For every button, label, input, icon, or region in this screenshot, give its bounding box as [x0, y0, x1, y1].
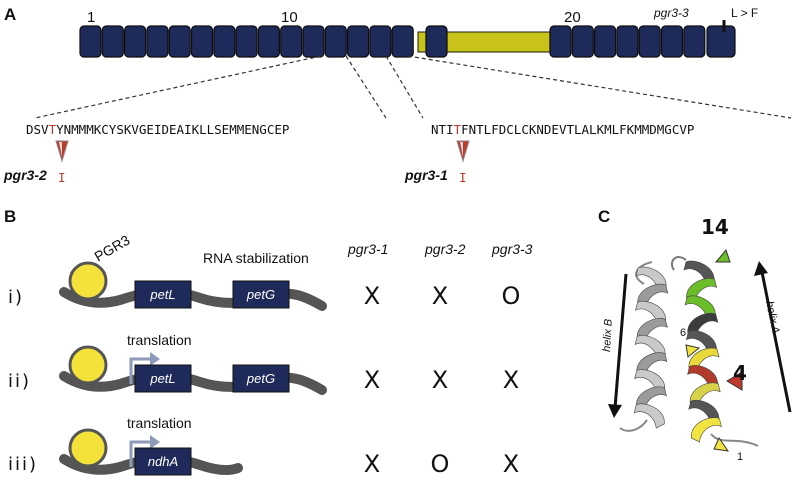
pgr3-protein [68, 261, 108, 301]
row-ii-mark-pgr3-2: X [432, 366, 448, 394]
position-6-label: 6 [680, 327, 686, 339]
ppr-motif-19 [593, 25, 617, 58]
ppr-motif-terminal [706, 25, 736, 58]
ppr-motif-23 [683, 25, 706, 58]
panel-b-label: B [4, 207, 16, 226]
ppr-motif-3 [123, 25, 147, 58]
ppr-motif-21 [638, 25, 661, 58]
pgr3-3-change: L > F [731, 6, 758, 20]
col-header-pgr3-2: pgr3-2 [424, 241, 466, 257]
pgr3-protein [68, 428, 108, 468]
motif-number-20: 20 [564, 9, 581, 26]
ppr-motif-17 [549, 25, 572, 58]
pgr3-3-allele: pgr3-3 [653, 6, 689, 20]
pgr3-1-arrowhead-shade [460, 142, 463, 157]
ppr-motif-10 [280, 25, 303, 58]
translation-arrow [129, 440, 152, 467]
position-14-marker [714, 248, 731, 263]
ppr-motif-12 [324, 25, 347, 58]
row-iii-process: translation [127, 415, 192, 431]
row-ii-process: translation [127, 332, 192, 348]
row-i-process: RNA stabilization [203, 250, 309, 266]
ppr-motif-14 [369, 25, 392, 58]
helix-segment [691, 417, 722, 443]
pgr3-1-replacement: I [459, 170, 467, 185]
row-i-mark-pgr3-2: X [432, 282, 448, 310]
helix-a-label: helix A [763, 300, 782, 334]
gene-ndhA-label: ndhA [148, 454, 178, 469]
row-i-mark-pgr3-1: X [364, 282, 380, 310]
row-iii-label: iii) [8, 454, 38, 475]
row-i-label: i) [8, 287, 24, 308]
pgr3-2-replacement: I [58, 170, 66, 185]
position-4-marker [726, 371, 743, 391]
position-14-label: 14 [701, 215, 729, 239]
translation-arrow [129, 357, 152, 384]
position-1-label: 1 [737, 451, 743, 463]
motif-number-10: 10 [281, 9, 298, 26]
position-4-label: 4 [733, 361, 747, 385]
gene-petL [134, 364, 192, 393]
panel-c-label: C [598, 207, 610, 226]
gene-petG-label: petG [246, 287, 275, 302]
row-ii-label: ii) [8, 371, 31, 392]
gene-ndhA [134, 447, 192, 476]
motif-numbers: 1 10 20 [87, 9, 581, 26]
helix-a-ribbon [670, 256, 759, 447]
panel-a-label: A [4, 5, 16, 24]
gene-petG-label: petG [246, 371, 275, 386]
ppr-motif-15 [391, 25, 414, 58]
row-i-mark-pgr3-3: O [502, 282, 521, 310]
gene-petL-label: petL [149, 287, 175, 302]
pgr3-label: PGR3 [92, 232, 133, 265]
ppr-motif-8 [235, 25, 258, 58]
row-iii-mark-pgr3-1: X [364, 450, 380, 478]
sequence-right: NTITFNTLFDCLCKNDEVTLALKMLFKMMDMGCVP [431, 122, 694, 137]
translation-arrowhead [150, 435, 160, 449]
gene-petG [232, 364, 290, 393]
row-ii-mark-pgr3-3: X [503, 366, 519, 394]
translation-arrowhead [150, 352, 160, 366]
col-header-pgr3-1: pgr3-1 [347, 241, 388, 257]
helix-b-arrow [608, 273, 628, 418]
ppr-motif-22 [660, 25, 684, 58]
gene-petG [232, 280, 290, 309]
pgr3-2-allele: pgr3-2 [3, 167, 47, 183]
row-iii-mark-pgr3-2: O [431, 450, 450, 478]
ppr-motif-5 [168, 25, 191, 58]
motif-number-1: 1 [87, 9, 95, 26]
ppr-motif-track [79, 25, 736, 58]
ppr-motif-13 [347, 25, 370, 58]
ppr-motif-18 [571, 25, 594, 58]
helix-b-ribbon [619, 261, 669, 432]
helix-segment [633, 403, 665, 429]
pgr3-1-allele: pgr3-1 [404, 167, 448, 183]
ppr-motif-20 [616, 25, 639, 58]
ppr-motif-16 [425, 25, 448, 58]
ppr-motif-2 [101, 25, 124, 58]
ppr-motif-6 [190, 25, 214, 58]
position-6-marker [685, 344, 701, 358]
ppr-motif-1 [79, 25, 102, 58]
column-headers: pgr3-1 pgr3-2 pgr3-3 [347, 241, 533, 257]
zoom-lines [34, 55, 792, 119]
ppr-motif-7 [213, 25, 236, 58]
row-ii-mark-pgr3-1: X [364, 366, 380, 394]
pgr3-2-arrowhead-shade [59, 142, 62, 157]
helix-b-label: helix B [601, 319, 615, 353]
gene-petL [134, 280, 192, 309]
col-header-pgr3-3: pgr3-3 [491, 241, 533, 257]
row-ii: ii) translation petL petG X X X [8, 332, 519, 395]
ppr-motif-4 [146, 25, 169, 58]
sequence-left: DSVTYNMMMKCYSKVGEIDEAIKLLSEMMENGCEP [26, 122, 289, 137]
row-iii-mark-pgr3-3: X [503, 450, 519, 478]
position-1-marker [713, 436, 730, 452]
ppr-motif-11 [302, 25, 325, 58]
pgr3-protein [68, 345, 108, 385]
row-iii: iii) translation ndhA X O X [8, 415, 519, 478]
helix-a-arrow [754, 261, 792, 413]
ppr-motif-9 [257, 25, 280, 58]
gene-petL-label: petL [149, 371, 175, 386]
